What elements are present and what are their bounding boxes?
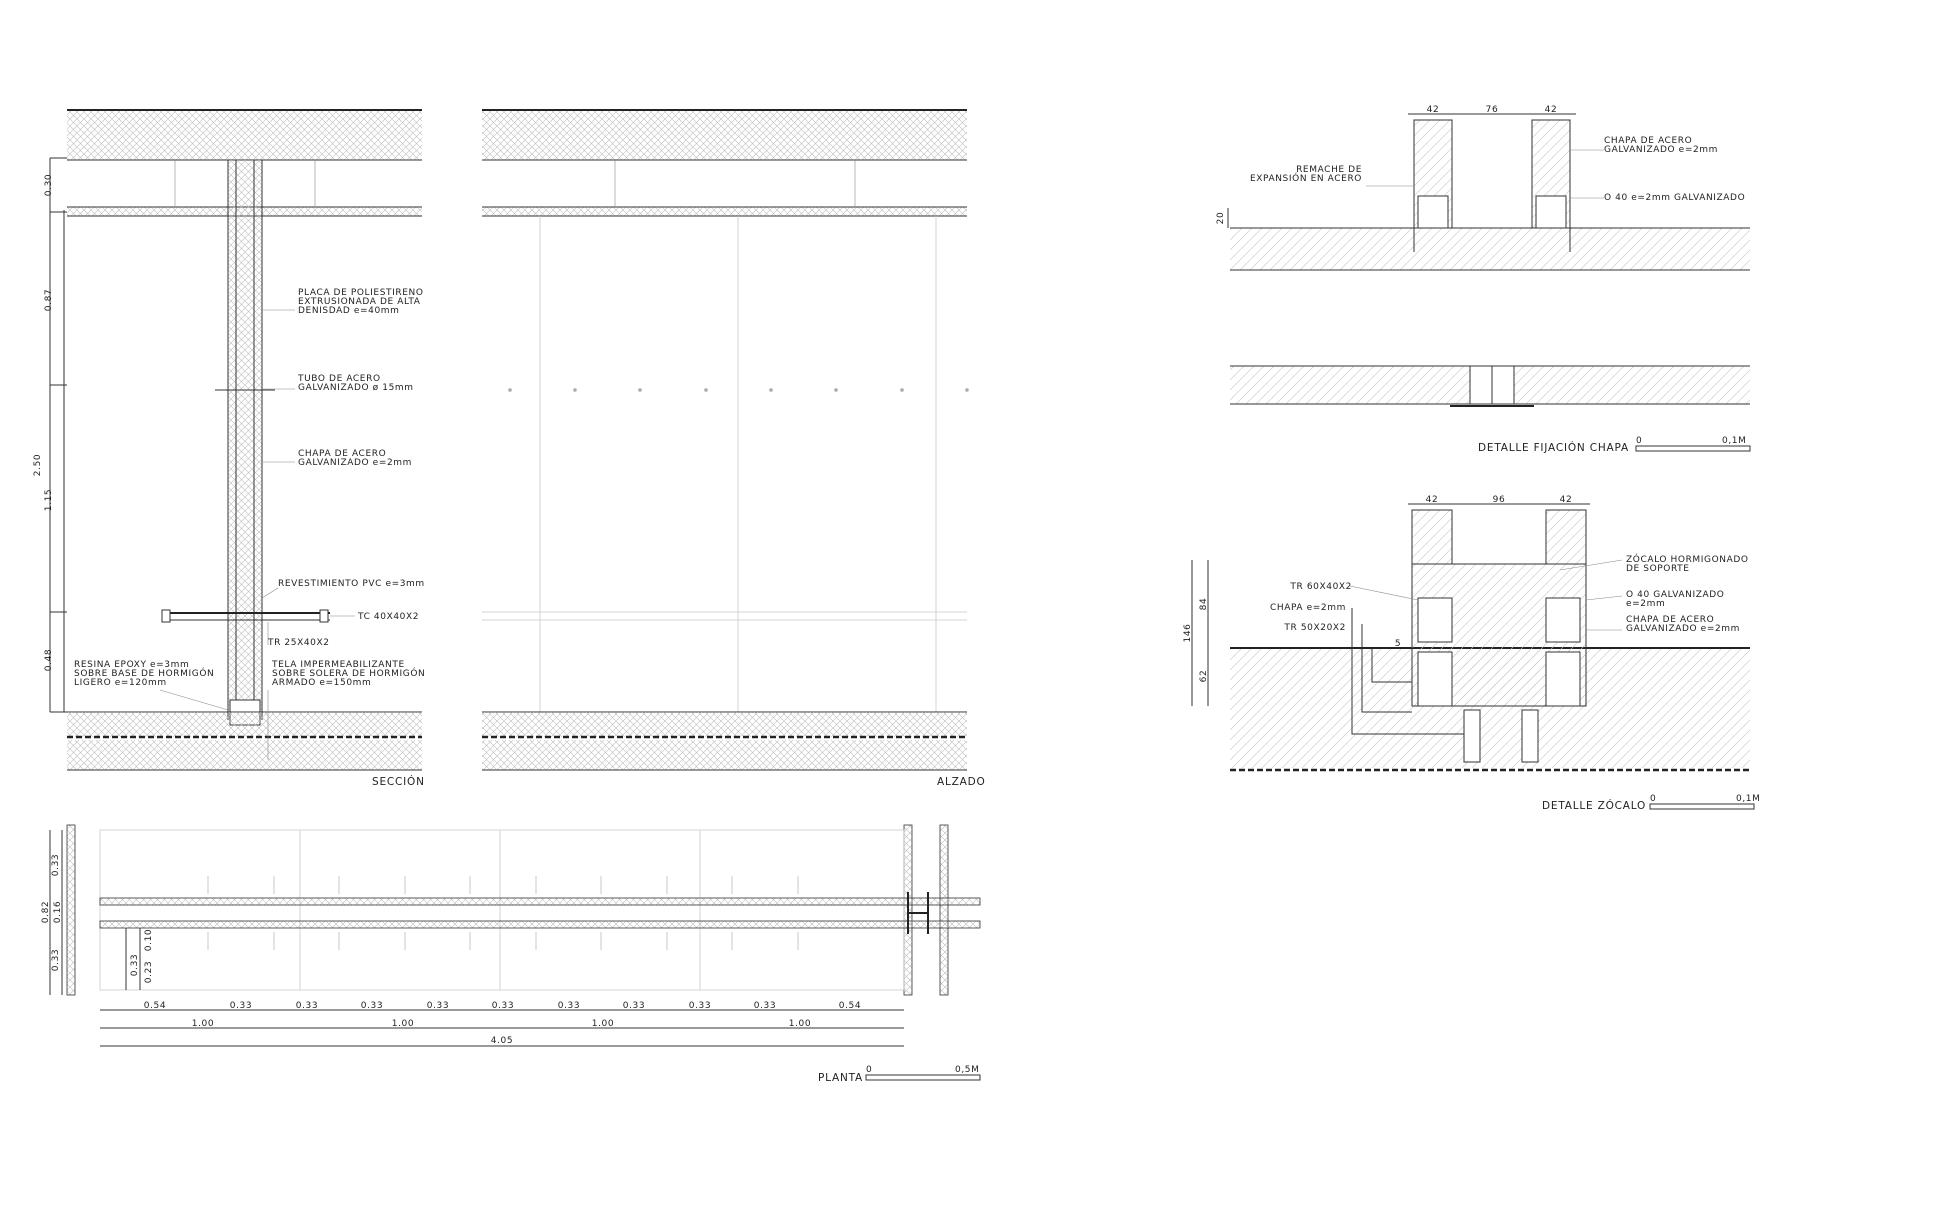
planta-dim-left-0: 0.33: [51, 854, 61, 876]
planta-dim-left-3: 0.33: [51, 949, 61, 971]
zoc-label-chapa-1: CHAPA DE ACERO: [1626, 615, 1714, 625]
label-tr: TR 25X40X2: [267, 638, 330, 648]
zoc-label-o40-1: O 40 GALVANIZADO: [1626, 590, 1724, 600]
label-placa-3: DENISDAD e=40mm: [298, 306, 400, 316]
dim-030: 0.30: [44, 174, 54, 196]
seccion-drawing: 0.30 0.87 2.50 1.15 0.48 PLACA DE POLIES…: [33, 109, 425, 788]
seccion-title: SECCIÓN: [372, 775, 425, 788]
label-resina-1: RESINA EPOXY e=3mm: [74, 660, 189, 670]
dim-r2-3: 1.00: [789, 1019, 811, 1029]
fij-dim-2: 42: [1545, 105, 1558, 115]
dim-r2-2: 1.00: [592, 1019, 614, 1029]
label-tela-2: SOBRE SOLERA DE HORMIGÓN: [272, 667, 425, 679]
planta-scale-start: 0: [866, 1065, 872, 1075]
wall-panel: [228, 160, 262, 720]
zoc-label-chapa: CHAPA e=2mm: [1270, 603, 1346, 613]
planta-drawing: 0.33 0.82 0.16 0.33 0.33 0.10 0.23 0.54 …: [41, 824, 981, 1084]
alzado-drawing: ALZADO: [482, 109, 986, 788]
floor-slab: [67, 712, 422, 737]
label-resina-2: SOBRE BASE DE HORMIGÓN: [74, 667, 214, 679]
label-tubo-1: TUBO DE ACERO: [297, 374, 381, 384]
fij-scale-end: 0,1M: [1722, 436, 1746, 446]
planta-dim-row1: 0.54 0.33 0.33 0.33 0.33 0.33 0.33 0.33 …: [144, 1001, 861, 1011]
dim-r1-2: 0.33: [296, 1001, 318, 1011]
fij-dim-0: 42: [1427, 105, 1440, 115]
dim-r1-0: 0.54: [144, 1001, 166, 1011]
fij-label-chapa-2: GALVANIZADO e=2mm: [1604, 145, 1718, 155]
dim-r1-1: 0.33: [230, 1001, 252, 1011]
dim-r1-10: 0.54: [839, 1001, 861, 1011]
zoc-dim-2: 42: [1560, 495, 1573, 505]
zoc-label-tr50: TR 50X20X2: [1283, 623, 1346, 633]
zoc-scale-start: 0: [1650, 794, 1656, 804]
label-placa-2: EXTRUSIONADA DE ALTA: [298, 297, 421, 307]
dim-r1-4: 0.33: [427, 1001, 449, 1011]
planta-dim-inner-1: 0.10: [144, 929, 154, 951]
planta-scale-end: 0,5M: [955, 1065, 979, 1075]
dim-total: 4.05: [491, 1036, 513, 1046]
label-tc: TC 40X40X2: [357, 612, 419, 622]
zoc-side-146: 146: [1183, 624, 1193, 643]
dim-115: 1.15: [44, 489, 54, 511]
dim-250: 2.50: [33, 454, 43, 476]
dim-r1-9: 0.33: [754, 1001, 776, 1011]
fij-scale-start: 0: [1636, 436, 1642, 446]
dim-r1-6: 0.33: [558, 1001, 580, 1011]
label-placa-1: PLACA DE POLIESTIRENO: [298, 288, 424, 298]
zoc-dim-1: 96: [1493, 495, 1506, 505]
planta-dim-inner-2: 0.23: [144, 961, 154, 983]
zoc-scale-bar: [1649, 803, 1755, 810]
label-revest: REVESTIMIENTO PVC e=3mm: [278, 579, 425, 589]
dim-048: 0.48: [44, 649, 54, 671]
detalle-zocalo-drawing: 42 96 42 146 84 62 5 ZÓCALO HORMIGONADO …: [1183, 495, 1760, 812]
zoc-side-62: 62: [1199, 670, 1209, 683]
dim-087: 0.87: [44, 289, 54, 311]
zoc-label-o40-2: e=2mm: [1626, 599, 1665, 609]
zoc-label-chapa-2: GALVANIZADO e=2mm: [1626, 624, 1740, 634]
alzado-title: ALZADO: [937, 776, 986, 788]
zoc-label-tr60: TR 60X40X2: [1289, 582, 1352, 592]
zoc-small-dim: 5: [1395, 639, 1401, 649]
label-tubo-2: GALVANIZADO ø 15mm: [298, 383, 414, 393]
dim-r1-3: 0.33: [361, 1001, 383, 1011]
detalle-fijacion-drawing: 42 76 42 20 CHAPA DE ACERO GALVANIZADO e…: [1216, 105, 1751, 454]
label-tela-3: ARMADO e=150mm: [272, 678, 371, 688]
planta-dim-left-2: 0.16: [53, 901, 63, 923]
dim-r2-1: 1.00: [392, 1019, 414, 1029]
dim-r1-5: 0.33: [492, 1001, 514, 1011]
ceiling-slab: [67, 110, 422, 160]
fij-label-remache-1: REMACHE DE: [1296, 165, 1362, 175]
fij-dim-1: 76: [1486, 105, 1499, 115]
label-tela-1: TELA IMPERMEABILIZANTE: [271, 660, 405, 670]
label-chapa-1: CHAPA DE ACERO: [298, 449, 386, 459]
planta-scale-bar: [865, 1074, 981, 1081]
label-chapa-2: GALVANIZADO e=2mm: [298, 458, 412, 468]
planta-dim-inner-0: 0.33: [130, 954, 140, 976]
zoc-side-84: 84: [1199, 598, 1209, 611]
fijacion-title: DETALLE FIJACIÓN CHAPA: [1478, 441, 1629, 454]
fij-label-remache-2: EXPANSIÓN EN ACERO: [1250, 172, 1362, 184]
fij-scale-bar: [1635, 445, 1751, 452]
zoc-label-zocalo-1: ZÓCALO HORMIGONADO: [1626, 553, 1749, 565]
dim-r1-7: 0.33: [623, 1001, 645, 1011]
zocalo-title: DETALLE ZÓCALO: [1542, 799, 1646, 812]
dim-r1-8: 0.33: [689, 1001, 711, 1011]
label-resina-3: LIGERO e=120mm: [74, 678, 167, 688]
fij-side-dim: 20: [1216, 212, 1226, 225]
zoc-dim-0: 42: [1426, 495, 1439, 505]
fij-label-chapa-1: CHAPA DE ACERO: [1604, 136, 1692, 146]
planta-title: PLANTA: [818, 1072, 863, 1084]
zoc-scale-end: 0,1M: [1736, 794, 1760, 804]
fij-label-o40: O 40 e=2mm GALVANIZADO: [1604, 193, 1745, 203]
dim-r2-0: 1.00: [192, 1019, 214, 1029]
zoc-label-zocalo-2: DE SOPORTE: [1626, 564, 1690, 574]
planta-dim-left-1: 0.82: [41, 901, 51, 923]
